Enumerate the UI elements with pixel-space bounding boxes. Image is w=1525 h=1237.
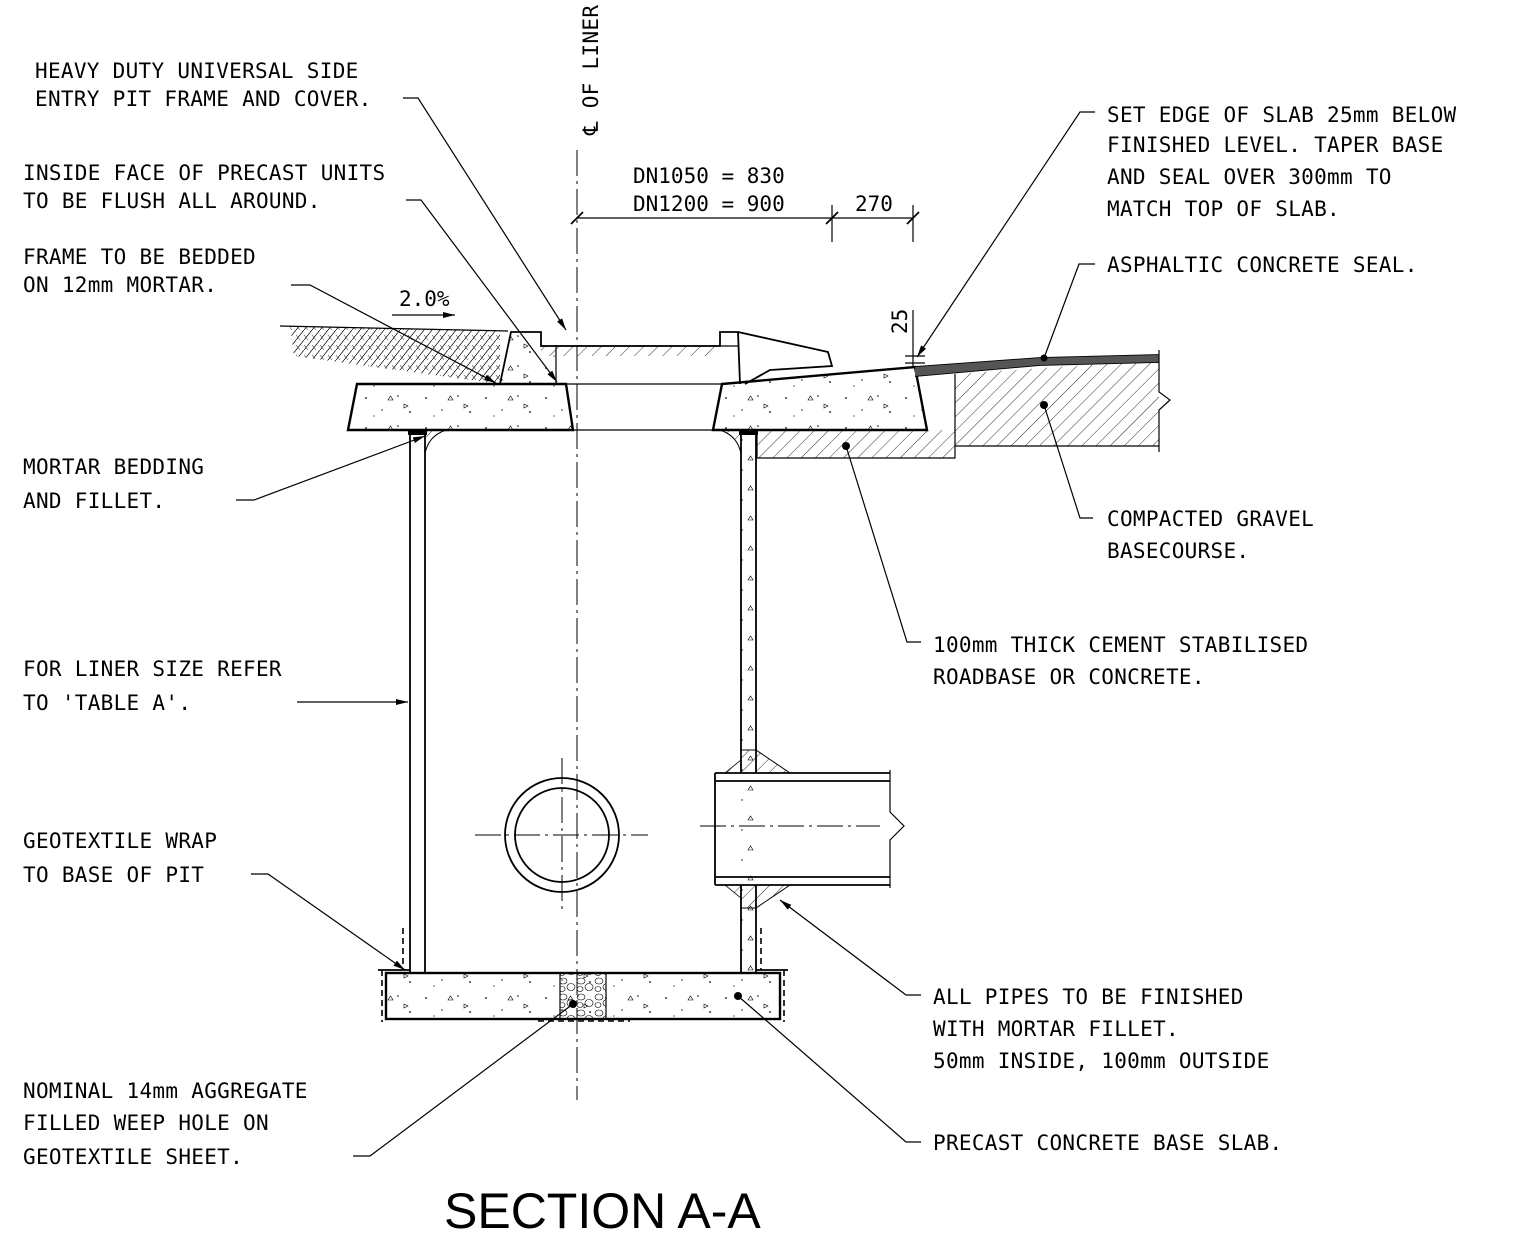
base-slab [378,928,788,1022]
dimension-25: 25 [888,309,925,368]
frame-and-cover [499,331,834,385]
dim-25: 25 [888,309,912,334]
callout-inside-face: INSIDE FACE OF PRECAST UNITS TO BE FLUSH… [23,161,398,213]
section-title: SECTION A-A [444,1183,761,1237]
callout-gravel: COMPACTED GRAVEL BASECOURSE. [1107,507,1327,563]
callout-pipes: ALL PIPES TO BE FINISHED WITH MORTAR FIL… [933,985,1270,1073]
callout-frame-bedded: FRAME TO BE BEDDED ON 12mm MORTAR. [23,245,269,297]
callout-frame-cover: HEAVY DUTY UNIVERSAL SIDE ENTRY PIT FRAM… [35,59,372,111]
callout-geotextile: GEOTEXTILE WRAP TO BASE OF PIT [23,829,230,887]
callout-asphaltic: ASPHALTIC CONCRETE SEAL. [1107,253,1418,277]
slope-label: 2.0% [399,287,450,311]
pipe-side [700,749,905,909]
callout-base-slab: PRECAST CONCRETE BASE SLAB. [933,1131,1282,1155]
callout-set-edge: SET EDGE OF SLAB 25mm BELOW FINISHED LEV… [1107,103,1469,221]
dim-dn1200: DN1200 = 900 [633,192,785,216]
liner-walls [408,429,758,973]
pavement-right [756,350,1171,459]
leader-lines [236,97,1095,1157]
ground-left [279,325,509,384]
callout-weep-hole: NOMINAL 14mm AGGREGATE FILLED WEEP HOLE … [23,1079,321,1169]
top-slab [346,365,929,432]
slope-indicator: 2.0% [392,287,455,318]
centerline-label: ℄ OF LINER [579,5,603,136]
callout-mortar-bedding: MORTAR BEDDING AND FILLET. [23,455,217,513]
pipe-front [475,758,648,912]
dimension-830-900: DN1050 = 830 DN1200 = 900 270 [570,164,920,242]
callout-roadbase: 100mm THICK CEMENT STABILISED ROADBASE O… [933,633,1321,689]
dim-270: 270 [855,192,893,216]
dim-dn1050: DN1050 = 830 [633,164,785,188]
callout-liner-size: FOR LINER SIZE REFER TO 'TABLE A'. [23,657,295,715]
